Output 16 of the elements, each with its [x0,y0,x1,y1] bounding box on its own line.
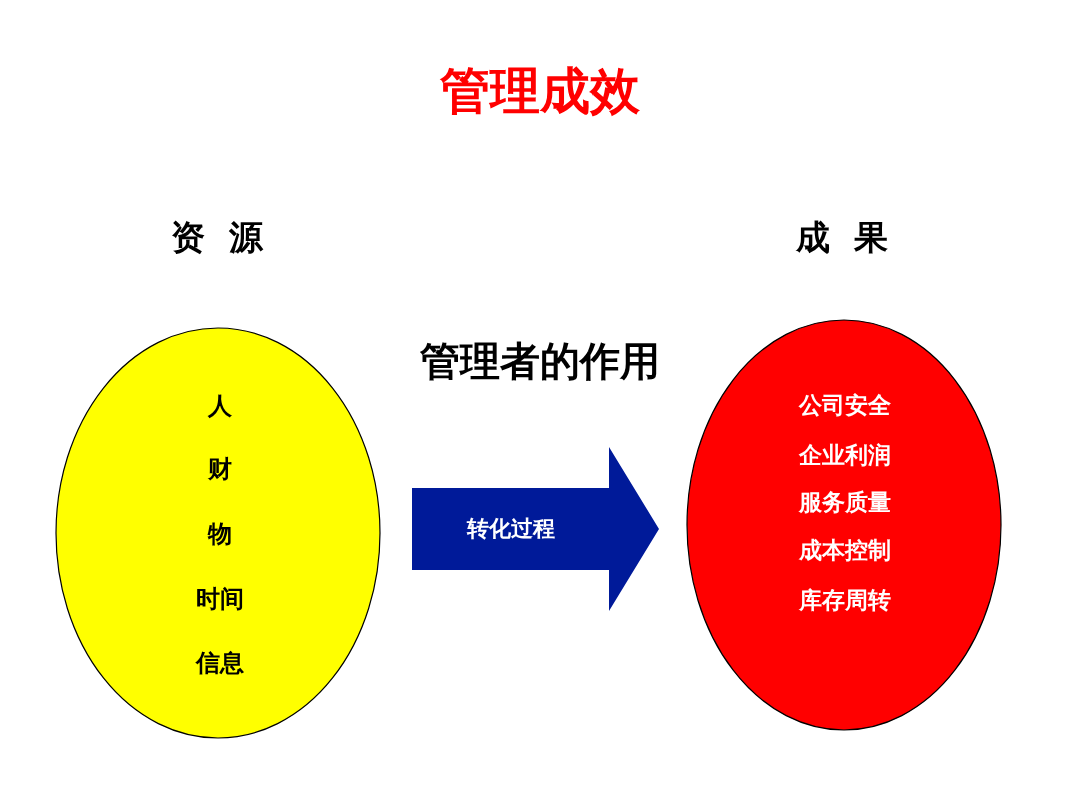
title: 管理成效 [439,61,641,122]
center-caption: 管理者的作用 [419,337,661,386]
item-text: 信息 [194,648,245,679]
block-arrow [412,447,659,611]
item-text: 公司安全 [797,391,892,420]
item-text: 财 [207,454,233,485]
item-text: 人 [207,391,233,422]
item-text: 库存周转 [798,586,892,615]
item-text: 时间 [195,584,245,615]
edge-label: 转化过程 [465,515,556,543]
column-heading: 资 源 [170,216,270,259]
item-text: 企业利润 [798,441,892,470]
item-text: 服务质量 [797,488,892,517]
column-heading: 成 果 [795,216,895,259]
item-text: 物 [206,519,233,550]
item-text: 成本控制 [798,536,892,565]
